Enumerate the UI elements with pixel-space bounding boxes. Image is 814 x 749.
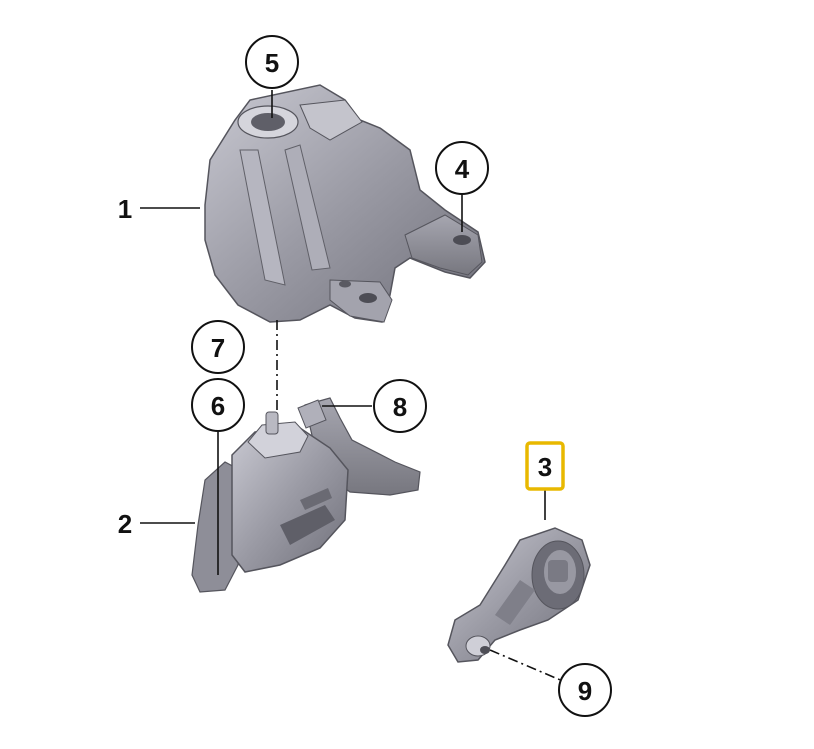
callout-4-label: 4	[455, 154, 470, 184]
callout-2-label: 2	[118, 509, 132, 539]
callout-6-label: 6	[211, 391, 225, 421]
callout-8: 8	[373, 379, 427, 433]
callout-8-label: 8	[393, 392, 407, 422]
callout-7: 7	[191, 320, 245, 374]
callout-9: 9	[558, 663, 612, 717]
callout-7-label: 7	[211, 333, 225, 363]
callout-3-highlight-box	[525, 441, 565, 491]
leader-lines	[140, 90, 566, 683]
callout-1: 1	[118, 194, 132, 224]
callout-5: 5	[245, 35, 299, 89]
callout-1-label: 1	[118, 194, 132, 224]
part-2-engine-mount	[191, 397, 421, 593]
callout-2: 2	[118, 509, 132, 539]
callout-4: 4	[435, 141, 489, 195]
leader-9	[489, 649, 566, 683]
callout-6: 6	[191, 378, 245, 432]
callout-9-label: 9	[578, 676, 592, 706]
part-3-torque-rod	[447, 527, 591, 663]
callout-3-label: 3	[538, 452, 552, 482]
callout-3: 3	[525, 441, 565, 491]
part-1-mounting-bracket	[204, 84, 486, 323]
callout-5-label: 5	[265, 48, 279, 78]
